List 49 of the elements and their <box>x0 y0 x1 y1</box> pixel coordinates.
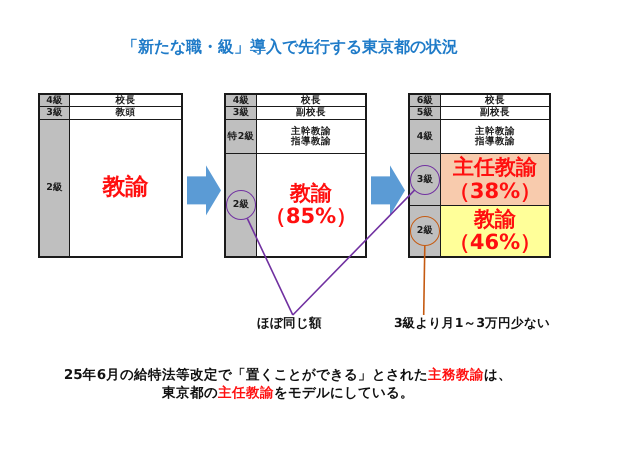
position-name: 教諭 <box>290 182 332 205</box>
position-cell: 校長 <box>257 95 365 106</box>
annotation-text: ほぼ同じ額 <box>257 315 322 330</box>
position-cell: 教諭 <box>70 120 181 256</box>
percentage-label: （46%） <box>448 231 542 254</box>
grade-cell <box>410 154 440 205</box>
position-cell: 教頭 <box>70 107 181 119</box>
grade-table <box>38 93 183 258</box>
position-name: 主幹教諭 <box>291 126 331 136</box>
grade-cell: 4級 <box>226 95 256 106</box>
position-name: 主任教諭 <box>453 156 537 180</box>
grade-cell: 3級 <box>226 107 256 119</box>
position-cell: 校長 <box>441 95 549 106</box>
position-name: 指導教諭 <box>475 136 515 146</box>
position-cell: 校長 <box>70 95 181 106</box>
grade-cell <box>226 154 256 256</box>
caption-text: 25年6月の給特法等改定で「置くことができる」とされた主務教諭は、東京都の主任教諭をモデルにしている。 <box>62 366 514 402</box>
grade-cell: 4級 <box>40 95 69 106</box>
grade-table <box>408 93 551 258</box>
annotation-text: 3級より月1～3万円少ない <box>394 315 550 330</box>
circled-grade-label: 3級 <box>410 164 440 194</box>
grade-cell: 3級 <box>40 107 69 119</box>
position-cell <box>441 154 549 205</box>
leader-line <box>246 218 294 316</box>
grade-cell: 6級 <box>410 95 440 106</box>
position-cell <box>441 120 549 153</box>
grade-cell: 4級 <box>410 120 440 153</box>
grade-cell: 特2級 <box>226 120 256 153</box>
block-arrow <box>187 165 221 216</box>
position-cell <box>441 206 549 256</box>
position-name: 主幹教諭 <box>475 126 515 136</box>
position-cell <box>257 120 365 153</box>
grade-cell <box>410 206 440 256</box>
grade-cell: 2級 <box>40 120 69 256</box>
circled-grade-label: 2級 <box>226 190 256 220</box>
percentage-label: （85%） <box>264 205 358 228</box>
block-arrow <box>371 165 405 216</box>
grade-cell: 5級 <box>410 107 440 119</box>
leader-line <box>292 190 416 316</box>
position-cell <box>257 154 365 256</box>
circled-grade-label: 2級 <box>410 216 440 246</box>
position-cell: 副校長 <box>441 107 549 119</box>
position-name: 指導教諭 <box>291 136 331 146</box>
position-name: 教諭 <box>474 208 516 231</box>
leader-line <box>422 246 426 316</box>
diagram-title: 「新たな職・級」導入で先行する東京都の状況 <box>122 37 458 56</box>
grade-table <box>224 93 367 258</box>
percentage-label: （38%） <box>448 180 542 203</box>
position-cell: 副校長 <box>257 107 365 119</box>
